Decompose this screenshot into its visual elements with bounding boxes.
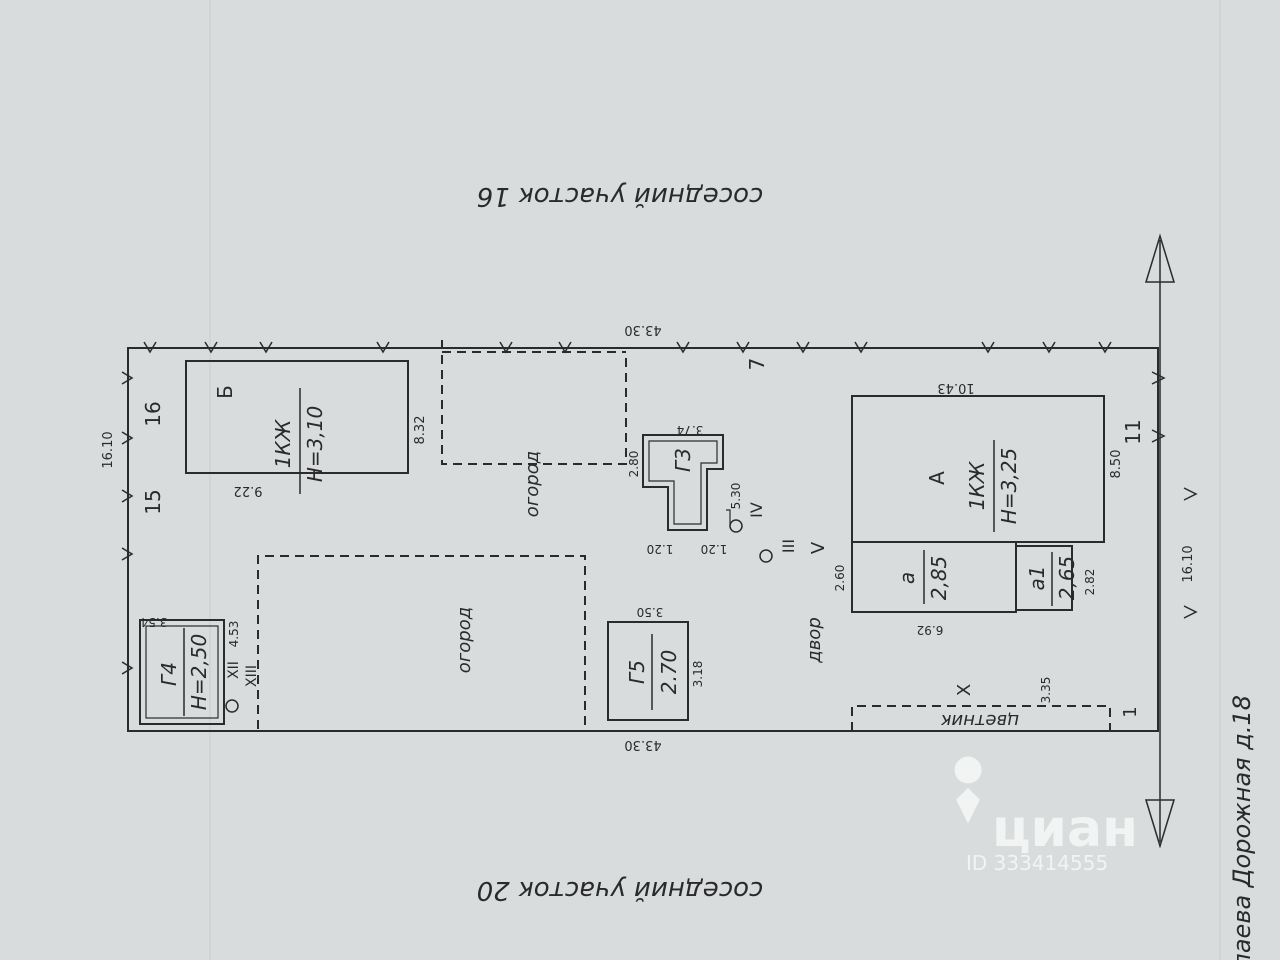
dim-bottom-side: 43.30 bbox=[624, 737, 661, 752]
marker-v: V bbox=[808, 541, 829, 554]
marker-iii-circle bbox=[759, 549, 773, 563]
marker-iv: IV bbox=[747, 502, 766, 518]
watermark: циан ID 333414555 bbox=[954, 756, 1138, 875]
marker-iv-stem bbox=[726, 509, 731, 526]
watermark-id: ID 333414555 bbox=[966, 851, 1108, 875]
corner-7: 7 bbox=[745, 358, 769, 371]
annex-a-letter: а bbox=[895, 572, 919, 584]
garden-1-outline bbox=[441, 340, 627, 465]
flowerbed-outline bbox=[851, 705, 1111, 731]
g4-height: H=2,50 bbox=[187, 634, 211, 710]
marker-xiii: XIII bbox=[244, 665, 260, 687]
building-b-height: H=3,10 bbox=[303, 406, 327, 482]
g5-height: 2.70 bbox=[657, 650, 681, 695]
marker-iii: III bbox=[779, 539, 798, 553]
dim-right-side: 16.10 bbox=[1181, 545, 1196, 582]
annex-a1-height: 2,65 bbox=[1055, 556, 1079, 601]
annex-a1-letter: а1 bbox=[1025, 566, 1049, 591]
marker-xii: XII bbox=[226, 661, 242, 679]
annex-a1-width: 2.82 bbox=[1083, 569, 1097, 596]
g3-dim-120-right: 1.20 bbox=[701, 542, 728, 556]
watermark-brand: циан bbox=[992, 799, 1138, 859]
g3-label: Г3 bbox=[671, 448, 695, 472]
g3-dim-374: 3.74 bbox=[677, 423, 704, 437]
paper-guides bbox=[209, 0, 1221, 960]
g4-building bbox=[139, 619, 225, 725]
g5-building bbox=[607, 621, 689, 721]
corner-1: 1 bbox=[1120, 706, 1141, 717]
g5-len: 3.50 bbox=[637, 605, 664, 619]
g3-dim-530: 5.30 bbox=[729, 483, 743, 510]
g3-inner bbox=[648, 440, 718, 525]
annex-a1 bbox=[1015, 545, 1073, 611]
corner-11: 11 bbox=[1121, 419, 1145, 444]
building-b bbox=[185, 360, 409, 474]
boundary-ticks bbox=[121, 341, 1198, 675]
lot-boundary bbox=[127, 347, 1159, 732]
g3-dim-280: 2.80 bbox=[627, 451, 641, 478]
building-b-width: 8.32 bbox=[413, 416, 428, 445]
marker-x: X bbox=[954, 684, 975, 696]
g4-side-dim: 3.54 bbox=[141, 615, 168, 629]
dim-left-side: 16.10 bbox=[101, 431, 116, 468]
annex-a-height: 2,85 bbox=[927, 556, 951, 601]
g5-width: 3.18 bbox=[691, 661, 705, 688]
yard-label: двор bbox=[804, 617, 825, 664]
annex-a-len: 6.92 bbox=[917, 623, 944, 637]
dim-top-side: 43.30 bbox=[624, 322, 661, 337]
g4-width-dim: 4.53 bbox=[227, 621, 241, 648]
building-a-letter: А bbox=[925, 471, 949, 485]
cian-logo-icon bbox=[954, 756, 982, 824]
building-b-type: 1КЖ bbox=[271, 418, 295, 468]
marker-iv-circle bbox=[729, 519, 743, 533]
building-b-len: 9.22 bbox=[234, 483, 263, 498]
g4-inner bbox=[145, 625, 219, 719]
corner-15: 15 bbox=[141, 489, 165, 514]
building-b-letter: Б bbox=[213, 385, 237, 399]
g3-dim-120-left: 1.20 bbox=[647, 542, 674, 556]
neighbor-top-label: соседний участок 16 bbox=[477, 181, 764, 211]
annex-a-width: 2.60 bbox=[833, 565, 847, 592]
street-label: Чапаева Дорожная д.18 bbox=[1228, 695, 1256, 960]
garden-2-outline bbox=[257, 555, 586, 729]
neighbor-bottom-label: соседний участок 20 bbox=[477, 875, 764, 905]
building-a-width: 8.50 bbox=[1109, 450, 1124, 479]
g3-building bbox=[642, 434, 724, 531]
building-a-type: 1КЖ bbox=[965, 460, 989, 510]
flowerbed-label: цветник bbox=[940, 710, 1019, 731]
garden-1-label: огород bbox=[522, 451, 543, 517]
building-a-height: H=3,25 bbox=[997, 448, 1021, 524]
corner-16: 16 bbox=[141, 401, 165, 426]
building-a-len: 10.43 bbox=[937, 380, 974, 395]
g4-label: Г4 bbox=[157, 662, 181, 686]
g5-label: Г5 bbox=[625, 660, 649, 684]
garden-2-label: огород bbox=[454, 607, 475, 673]
annex-a1-len: 3.35 bbox=[1039, 677, 1053, 704]
marker-xii-circle bbox=[225, 699, 239, 713]
orientation-arrow bbox=[1144, 233, 1176, 849]
